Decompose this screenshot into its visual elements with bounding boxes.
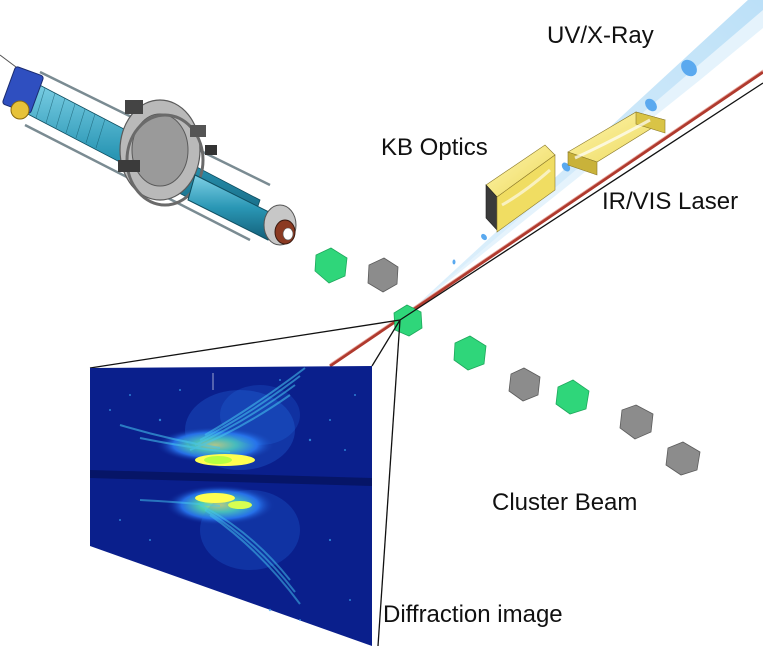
kb-mirror-lower bbox=[485, 144, 556, 233]
projection-lines bbox=[89, 82, 763, 647]
xray-pulse bbox=[481, 233, 487, 241]
cluster-particle-icon bbox=[314, 247, 348, 284]
xray-pulse bbox=[645, 98, 657, 112]
cluster-particle-icon bbox=[367, 257, 399, 293]
kb-mirror-upper bbox=[567, 111, 666, 176]
cluster-source-apparatus-icon bbox=[0, 54, 297, 246]
cluster-particle-icon bbox=[555, 379, 590, 415]
diffraction-image-panel bbox=[90, 366, 372, 646]
cluster-particle-icon bbox=[619, 404, 654, 440]
ir-vis-laser-label: IR/VIS Laser bbox=[602, 188, 739, 215]
xray-pulse bbox=[681, 59, 697, 77]
cluster-beam-label: Cluster Beam bbox=[492, 489, 638, 516]
kb-optics-label: KB Optics bbox=[381, 134, 488, 161]
cluster-particle-icon bbox=[393, 304, 423, 337]
diffraction-image-label: Diffraction image bbox=[383, 601, 563, 628]
cluster-particle-icon bbox=[508, 367, 541, 402]
cluster-particle-icon bbox=[453, 335, 487, 371]
uv-xray-label: UV/X-Ray bbox=[547, 22, 654, 49]
cluster-beam-particles bbox=[314, 247, 701, 476]
cluster-particle-icon bbox=[665, 441, 701, 476]
xray-pulse bbox=[452, 259, 456, 265]
